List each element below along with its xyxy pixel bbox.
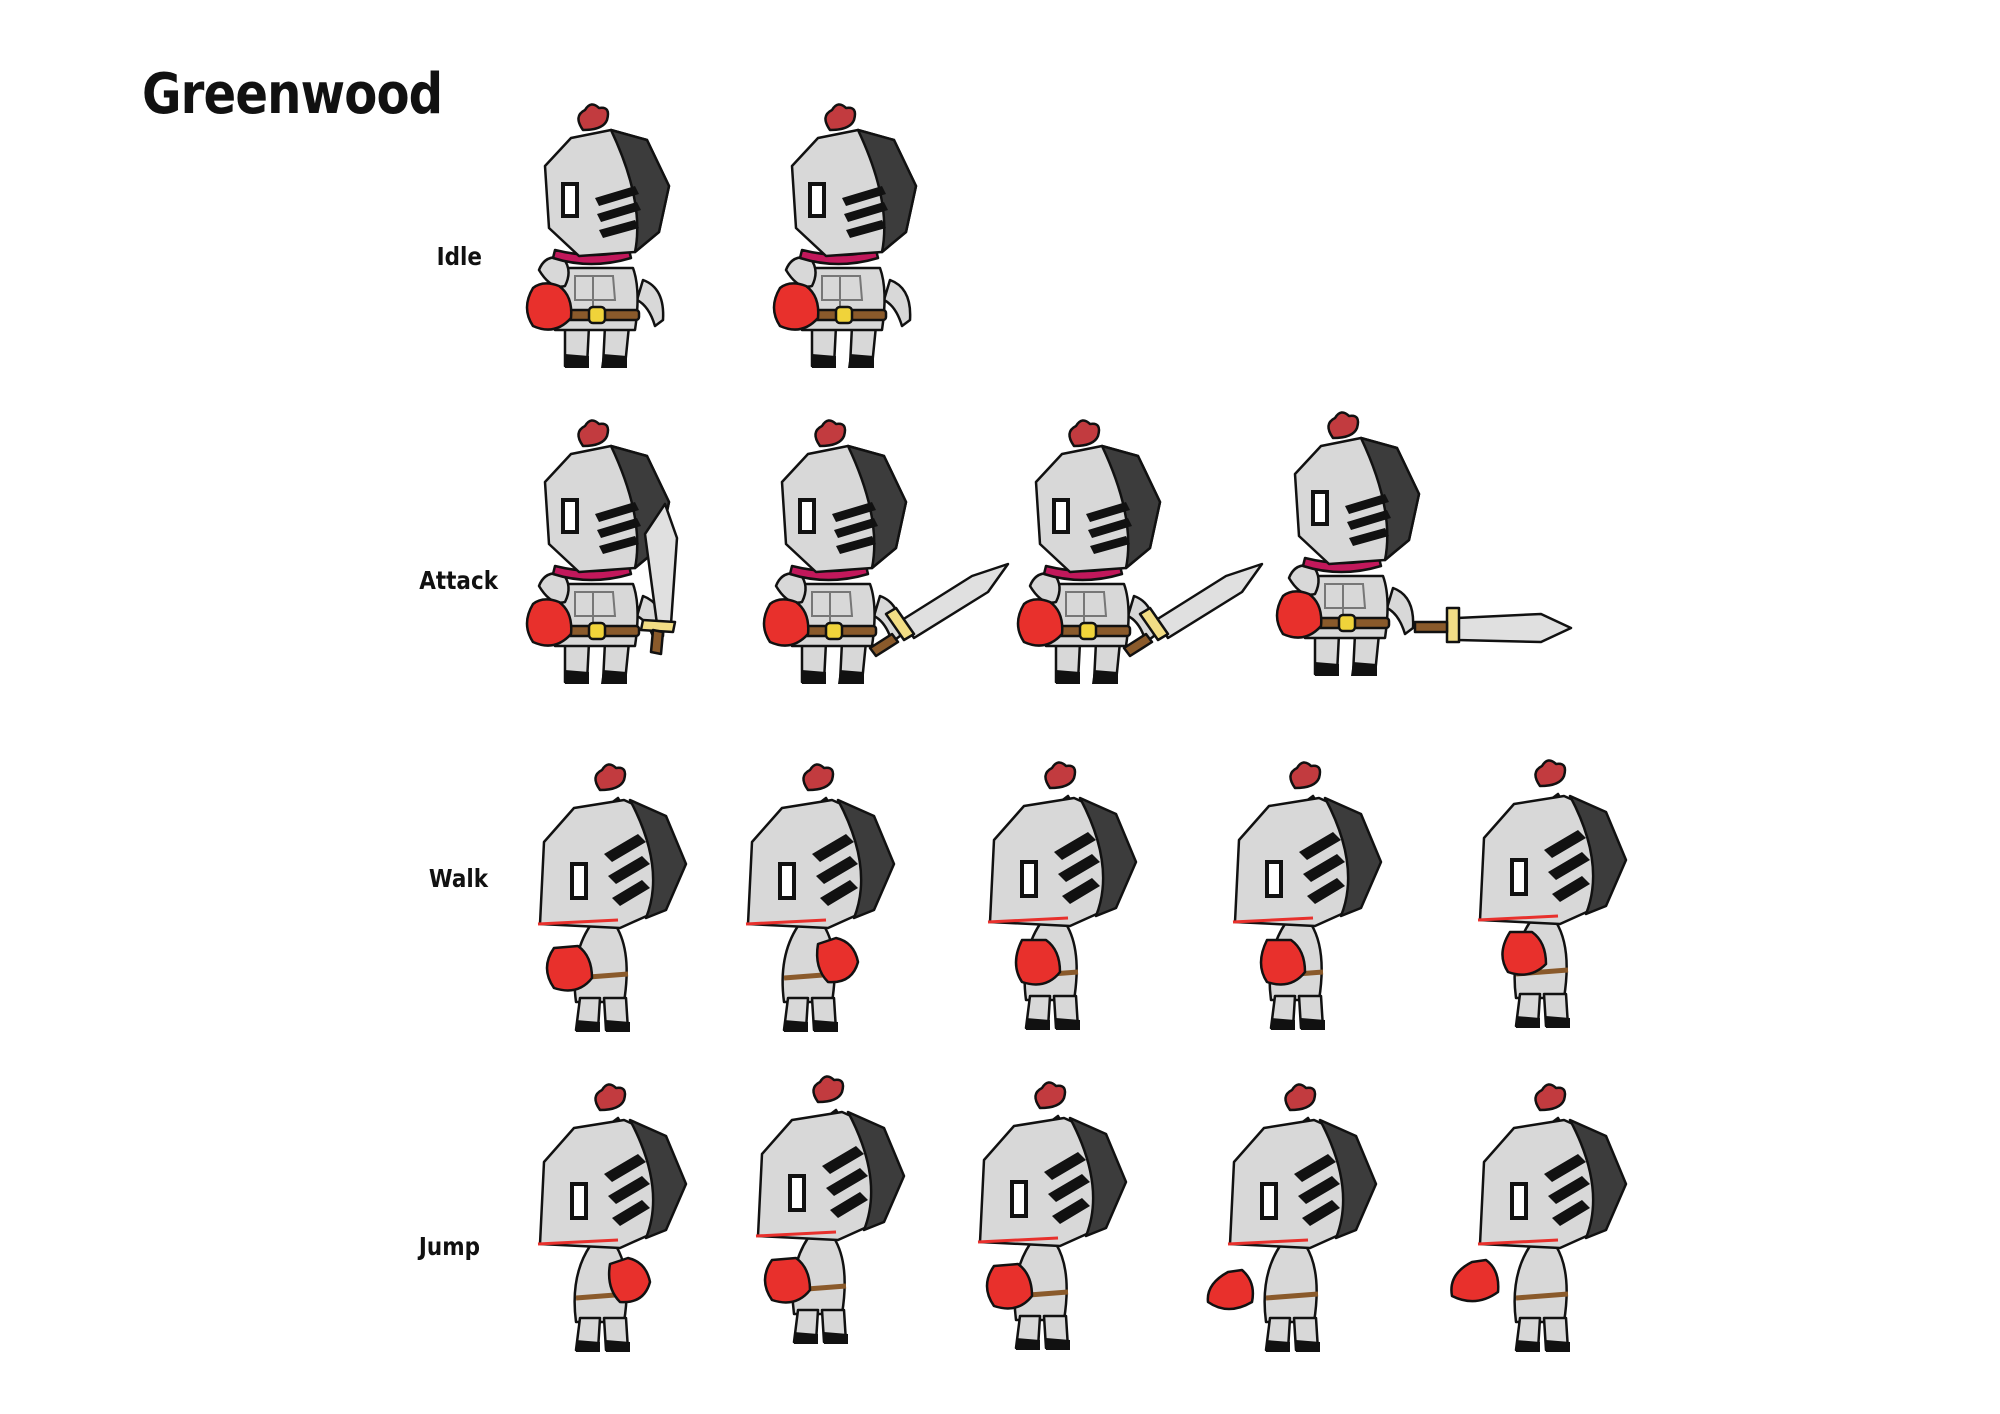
- plume-icon: [594, 1083, 627, 1112]
- glove-icon: [1501, 930, 1548, 976]
- glove-icon: [1275, 590, 1323, 639]
- plume-icon: [1044, 761, 1077, 790]
- jump-frame-2: [755, 1075, 906, 1344]
- plume-icon: [594, 763, 627, 792]
- glove-icon: [772, 282, 820, 331]
- glove-icon: [1450, 1258, 1500, 1303]
- walk-frame-1: [537, 763, 688, 1032]
- row-label-jump: Jump: [418, 1232, 480, 1261]
- glove-icon: [525, 282, 573, 331]
- plume-icon: [802, 763, 835, 792]
- sword-icon: [1413, 606, 1573, 644]
- row-label-idle: Idle: [436, 242, 482, 271]
- walk-frame-2: [745, 763, 896, 1032]
- plume-icon: [1284, 1083, 1317, 1112]
- glove-icon: [762, 598, 810, 647]
- plume-icon: [1068, 419, 1101, 448]
- jump-frame-1: [537, 1083, 688, 1352]
- glove-icon: [1014, 938, 1062, 986]
- jump-frame-4: [1206, 1083, 1378, 1352]
- glove-icon: [607, 1256, 652, 1304]
- sword-icon: [868, 562, 1010, 658]
- glove-icon: [1259, 938, 1307, 986]
- jump-frame-3: [977, 1081, 1128, 1350]
- plume-icon: [1327, 411, 1360, 440]
- row-label-walk: Walk: [428, 864, 488, 893]
- attack-frame-2: [762, 419, 1010, 684]
- glove-icon: [1206, 1268, 1255, 1311]
- plume-icon: [812, 1075, 845, 1104]
- idle-frame-2: [772, 103, 918, 368]
- walk-frame-4: [1232, 761, 1383, 1030]
- glove-icon: [763, 1256, 812, 1304]
- glove-icon: [545, 944, 594, 992]
- page-title: Greenwood: [142, 62, 443, 127]
- glove-icon: [815, 936, 860, 984]
- walk-frame-3: [987, 761, 1138, 1030]
- attack-frame-4: [1275, 411, 1573, 676]
- glove-icon: [1016, 598, 1064, 647]
- plume-icon: [1034, 1081, 1067, 1110]
- plume-icon: [824, 103, 857, 132]
- sword-icon: [1122, 562, 1264, 658]
- glove-icon: [985, 1262, 1034, 1310]
- walk-frame-5: [1477, 759, 1628, 1028]
- plume-icon: [814, 419, 847, 448]
- plume-icon: [1289, 761, 1322, 790]
- jump-frame-5: [1450, 1083, 1628, 1352]
- plume-icon: [577, 103, 610, 132]
- plume-icon: [1534, 759, 1567, 788]
- plume-icon: [577, 419, 610, 448]
- attack-frame-1: [525, 419, 679, 684]
- plume-icon: [1534, 1083, 1567, 1112]
- attack-frame-3: [1016, 419, 1264, 684]
- idle-frame-1: [525, 103, 671, 368]
- sword-icon: [639, 502, 679, 656]
- row-label-attack: Attack: [419, 566, 498, 595]
- glove-icon: [525, 598, 573, 647]
